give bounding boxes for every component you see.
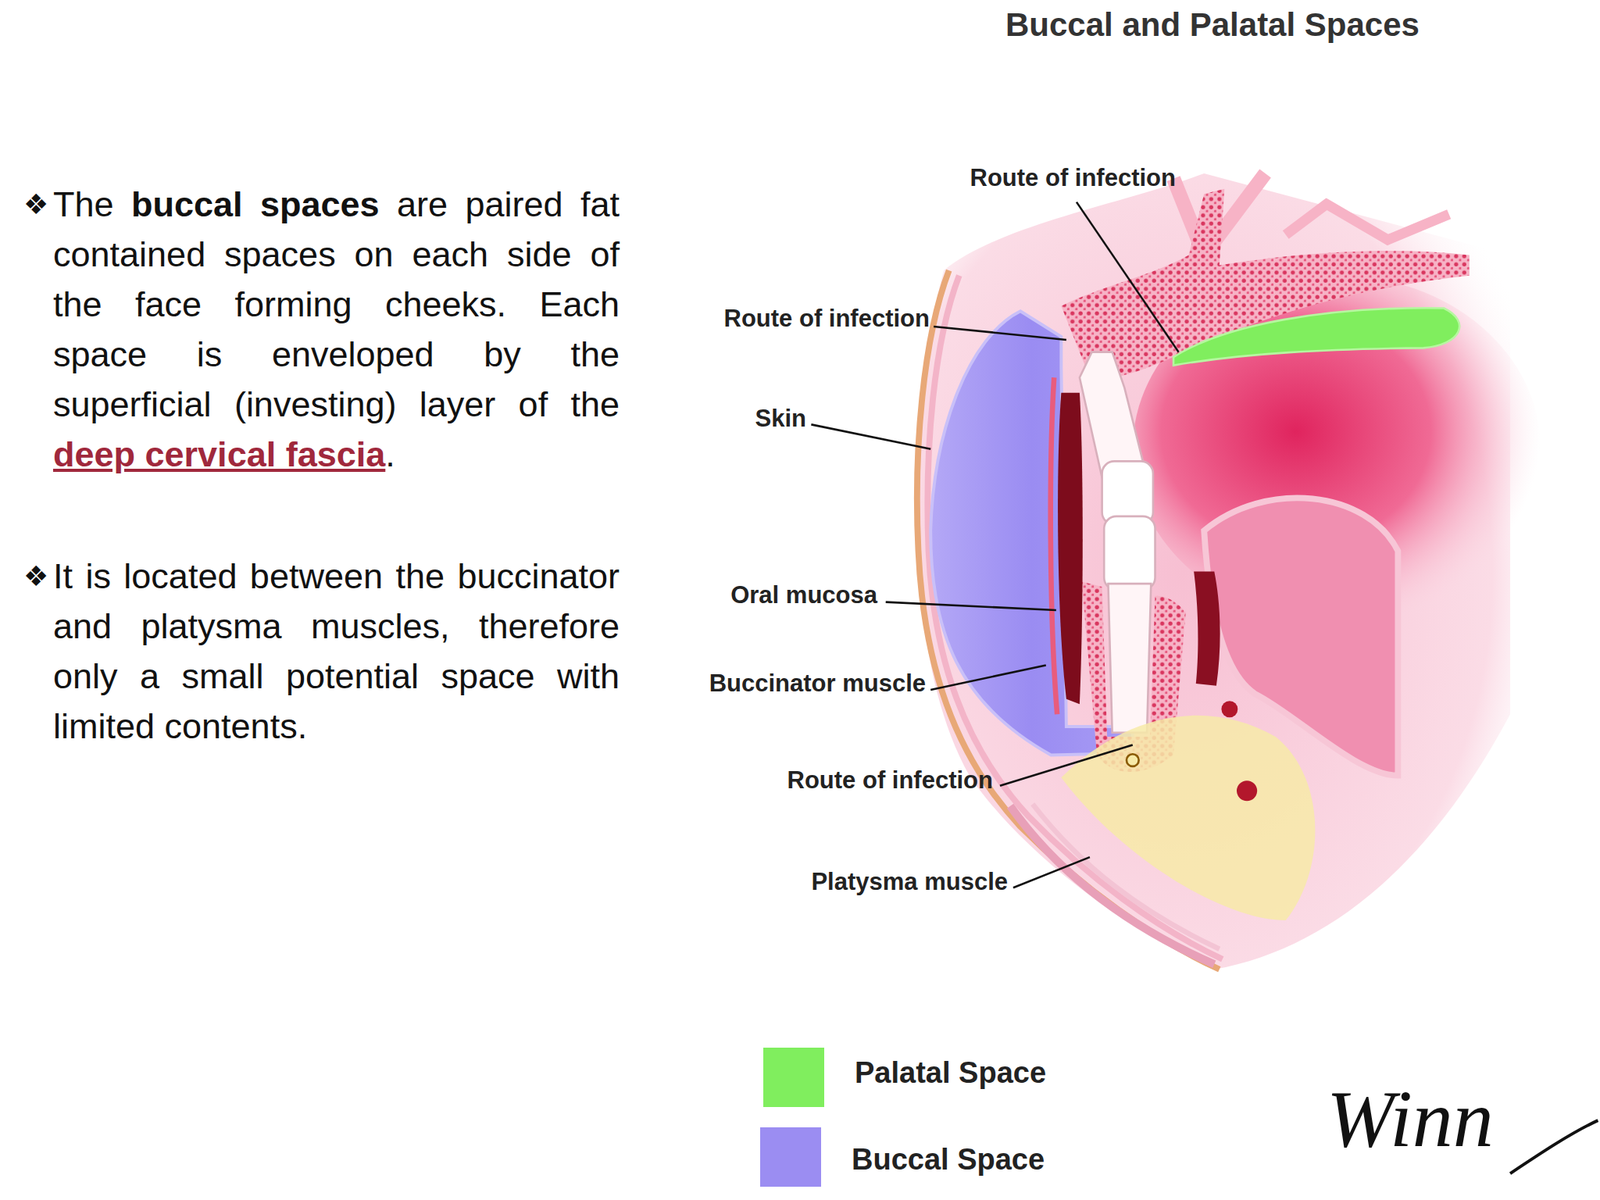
bullet-paragraph: ❖It is located between the buccinator an… bbox=[53, 551, 620, 752]
nerve bbox=[1126, 753, 1140, 767]
leader-line bbox=[1000, 744, 1133, 786]
body-text: The bbox=[53, 184, 115, 225]
upper-tooth-root bbox=[1079, 352, 1146, 479]
lower-tooth-crown bbox=[1103, 516, 1155, 590]
signature-flourish bbox=[1510, 1120, 1598, 1174]
body-text: . bbox=[385, 434, 396, 475]
legend-swatch bbox=[760, 1127, 822, 1187]
signature: Winn bbox=[1326, 1071, 1494, 1165]
bullet-mark: ❖ bbox=[23, 551, 49, 602]
bold-term: buccal spaces bbox=[131, 184, 380, 225]
part-label: Route of infection bbox=[970, 164, 1176, 193]
blood-vessel bbox=[1221, 700, 1238, 718]
legend-swatch bbox=[763, 1047, 825, 1108]
bullet-paragraph: ❖The buccal spaces are paired fat contai… bbox=[53, 179, 620, 480]
part-label: Oral mucosa bbox=[730, 581, 878, 610]
blood-vessel bbox=[1236, 780, 1258, 801]
leader-line bbox=[933, 326, 1067, 340]
part-label: Route of infection bbox=[724, 304, 930, 333]
link-text: deep cervical fascia bbox=[53, 434, 386, 475]
buccinator-muscle bbox=[1050, 377, 1058, 715]
part-label: Route of infection bbox=[787, 766, 993, 795]
submandibular-tissue bbox=[1060, 715, 1315, 921]
upper-tooth-crown bbox=[1102, 460, 1154, 525]
leader-line bbox=[1076, 202, 1179, 353]
platysma-muscle bbox=[1032, 803, 1220, 949]
nasal-bone bbox=[1285, 203, 1450, 240]
leader-line bbox=[1013, 857, 1090, 888]
part-label: Buccinator muscle bbox=[709, 669, 926, 698]
body-text: It is located between the buccinator and… bbox=[53, 556, 620, 747]
vestibule bbox=[1057, 392, 1083, 704]
maxilla-bone bbox=[1060, 189, 1469, 383]
slide-title: Buccal and Palatal Spaces bbox=[1005, 6, 1420, 44]
legend-text: Palatal Space bbox=[854, 1056, 1047, 1090]
part-label: Skin bbox=[755, 404, 807, 433]
lingual-sulcus bbox=[1193, 571, 1220, 686]
leader-line bbox=[930, 665, 1047, 690]
lower-tooth-root bbox=[1107, 583, 1151, 733]
leader-line bbox=[885, 602, 1057, 611]
bullet-mark: ❖ bbox=[23, 179, 49, 230]
part-label: Platysma muscle bbox=[810, 867, 1008, 897]
legend-text: Buccal Space bbox=[851, 1142, 1045, 1177]
palatal-space bbox=[1173, 307, 1460, 365]
leader-line bbox=[810, 424, 931, 449]
